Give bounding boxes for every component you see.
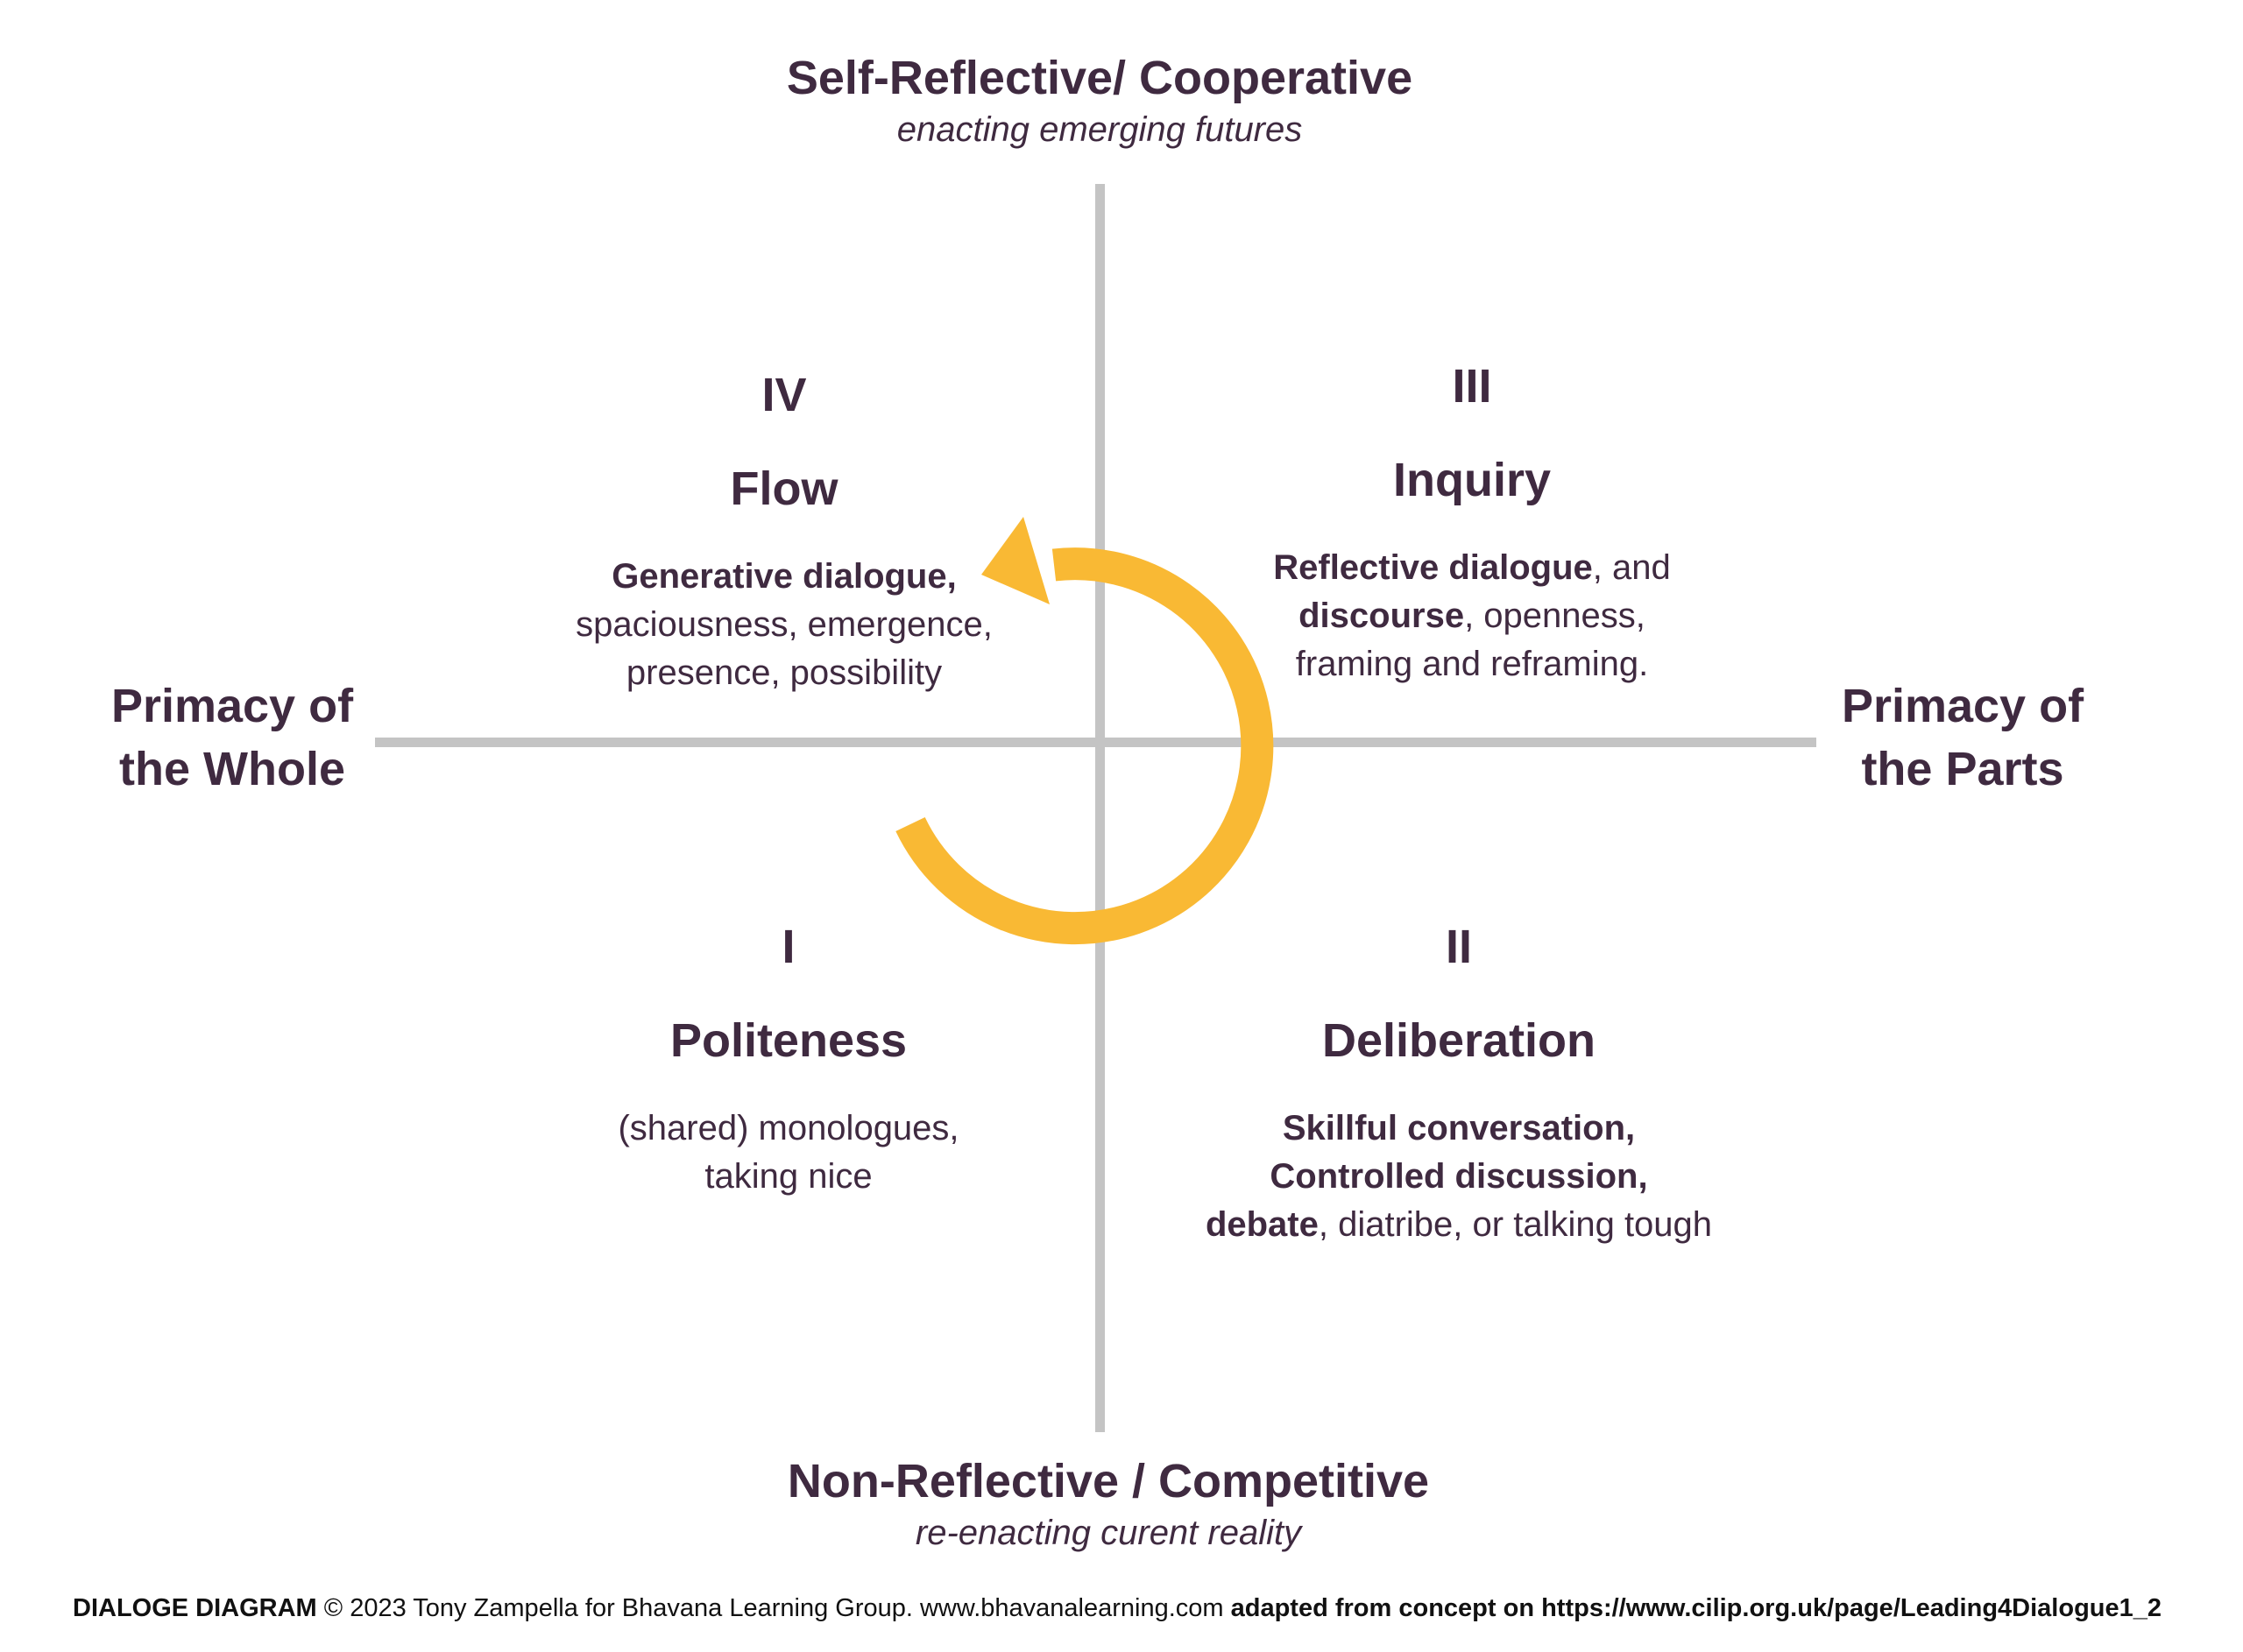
quadrant-ii-bold2: Controlled discussion, (1270, 1157, 1648, 1196)
quadrant-ii: II Deliberation Skillful conversation, C… (1139, 920, 1779, 1249)
quadrant-iii-bold2: discourse (1298, 597, 1465, 635)
footer-title: DIALOGE DIAGRAM (73, 1594, 317, 1622)
quadrant-i-title: Politeness (669, 1014, 908, 1067)
quadrant-ii-rest3: , diatribe, or talking tough (1318, 1205, 1713, 1244)
quadrant-ii-numeral: II (1445, 921, 1472, 973)
left-axis-line2: the Whole (119, 743, 345, 795)
left-axis-label: Primacy of the Whole (61, 674, 403, 801)
footer-adapted: adapted from concept on https://www.cili… (1223, 1594, 2162, 1622)
quadrant-i-description: (shared) monologues, taking nice (517, 1105, 1060, 1201)
quadrant-iii-rest2: , openness, (1464, 597, 1645, 635)
quadrant-i-numeral: I (782, 921, 796, 973)
quadrant-i: I Politeness (shared) monologues, taking… (517, 920, 1060, 1201)
quadrant-iii-rest1: , and (1592, 548, 1671, 587)
vertical-axis (1095, 184, 1105, 1432)
top-axis-label: Self-Reflective/ Cooperative enacting em… (596, 51, 1603, 150)
right-axis-label: Primacy of the Parts (1792, 674, 2133, 801)
bottom-axis-label: Non-Reflective / Competitive re-enacting… (605, 1454, 1612, 1553)
quadrant-ii-title: Deliberation (1321, 1014, 1596, 1067)
quadrant-i-line1: (shared) monologues, (618, 1109, 959, 1147)
quadrant-iii-numeral: III (1452, 360, 1492, 413)
quadrant-iii: III Inquiry Reflective dialogue, and dis… (1192, 359, 1752, 688)
quadrant-iv-bold: Generative dialogue, (612, 557, 957, 596)
bottom-axis-title: Non-Reflective / Competitive (787, 1455, 1430, 1507)
quadrant-iv-title: Flow (730, 462, 838, 515)
quadrant-i-line2: taking nice (704, 1157, 873, 1196)
quadrant-iv-description: Generative dialogue, spaciousness, emerg… (508, 553, 1060, 697)
quadrant-iii-bold1: Reflective dialogue (1273, 548, 1593, 587)
quadrant-iii-description: Reflective dialogue, and discourse, open… (1192, 544, 1752, 688)
quadrant-iv-numeral: IV (761, 369, 807, 421)
quadrant-iv: IV Flow Generative dialogue, spaciousnes… (508, 368, 1060, 697)
right-axis-line1: Primacy of (1841, 680, 2084, 732)
quadrant-ii-bold1: Skillful conversation, (1282, 1109, 1636, 1147)
footer-copyright: © 2023 Tony Zampella for Bhavana Learnin… (316, 1594, 1224, 1622)
top-axis-title: Self-Reflective/ Cooperative (786, 52, 1413, 104)
quadrant-iii-title: Inquiry (1392, 454, 1551, 506)
left-axis-line1: Primacy of (110, 680, 354, 732)
footer-credit: DIALOGE DIAGRAM © 2023 Tony Zampella for… (73, 1594, 2162, 1623)
top-axis-subtitle: enacting emerging futures (896, 110, 1303, 149)
horizontal-axis (375, 738, 1816, 747)
bottom-axis-subtitle: re-enacting curent reality (915, 1514, 1302, 1552)
quadrant-iv-line2: spaciousness, emergence, (576, 605, 993, 644)
quadrant-ii-bold3: debate (1205, 1205, 1319, 1244)
quadrant-iv-line3: presence, possibility (626, 653, 943, 692)
quadrant-iii-line3: framing and reframing. (1295, 645, 1649, 683)
right-axis-line2: the Parts (1861, 743, 2064, 795)
quadrant-ii-description: Skillful conversation, Controlled discus… (1139, 1105, 1779, 1249)
